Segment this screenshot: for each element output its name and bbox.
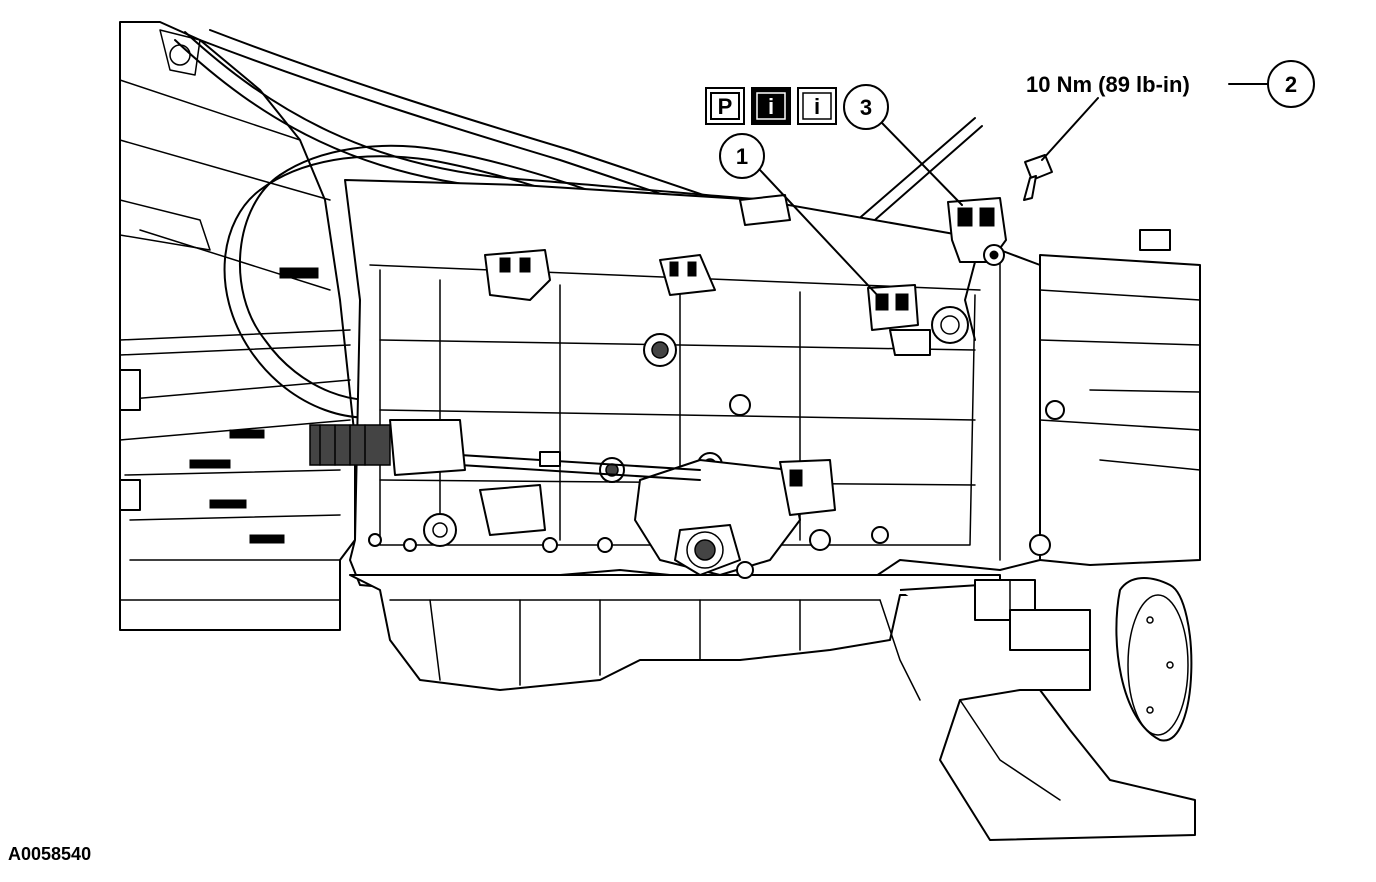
leader-line-3 [881,122,963,206]
fuel-tank-cap [1115,577,1193,742]
info-icon-glyph: i [814,94,820,119]
callout-3-label: 3 [860,95,872,120]
callout-1: 1 [719,133,881,299]
bolt-item-2 [1023,154,1053,201]
extension-housing [1029,229,1201,566]
leader-line-2b [1041,97,1099,161]
crossmember [879,579,1196,841]
figure-id: A0058540 [8,844,91,864]
callout-1-label: 1 [736,144,748,169]
chassis-frame-left [119,21,356,631]
parts-icon-glyph: P [718,94,733,119]
harness-connectors [309,194,836,536]
oil-pan [349,574,1001,691]
info-icon-filled: i [751,87,791,125]
info-icon: i [797,87,837,125]
manual-lever-position-sensor [459,451,801,579]
sensor-item-3 [947,197,1007,341]
callout-3: 3 [843,84,963,206]
leader-line-1 [759,169,881,299]
callout-2: 2 [1041,60,1315,161]
callout-2-label: 2 [1285,72,1297,97]
service-icons: P i i [705,87,837,125]
connector-item-1 [867,284,931,356]
info-icon-filled-glyph: i [768,94,774,119]
parts-icon: P [705,87,745,125]
torque-specification: 10 Nm (89 lb-in) [1026,72,1190,97]
